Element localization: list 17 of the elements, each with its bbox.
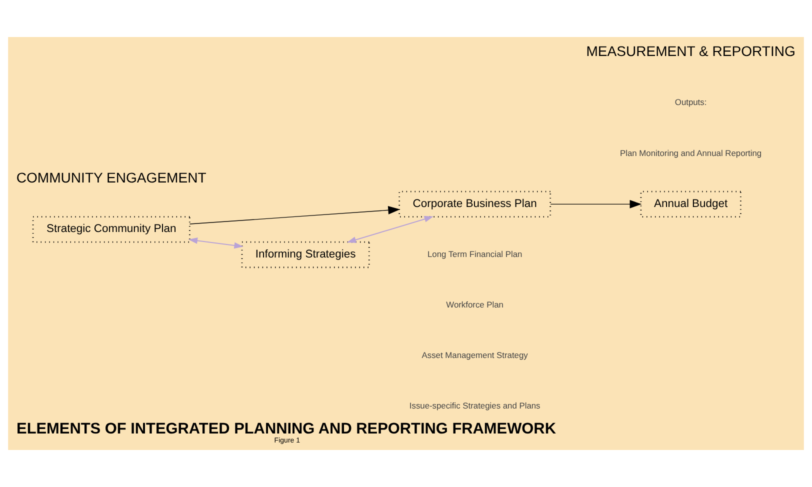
label: Asset Management Strategy [422, 350, 528, 360]
arrow [346, 216, 434, 243]
node-box: Strategic Community Plan [32, 216, 190, 243]
label: Outputs: [674, 97, 707, 108]
arrow [550, 200, 642, 208]
arrow [188, 237, 244, 249]
label: MEASUREMENT & REPORTING [586, 42, 796, 59]
arrow [189, 206, 400, 224]
node-box: Corporate Business Plan [398, 190, 552, 218]
label: Long Term Financial Plan [427, 248, 522, 259]
node-box: Annual Budget [640, 190, 742, 218]
diagram-title: ELEMENTS OF INTEGRATED PLANNING AND REPORTING FRAMEWORK [16, 420, 556, 438]
label: Issue-specific Strategies and Plans [409, 400, 540, 411]
label: Plan Monitoring and Annual Reporting [620, 148, 762, 158]
label: Workforce Plan [446, 299, 504, 310]
node-box: Informing Strategies [241, 241, 370, 268]
label: COMMUNITY ENGAGEMENT [16, 169, 206, 186]
